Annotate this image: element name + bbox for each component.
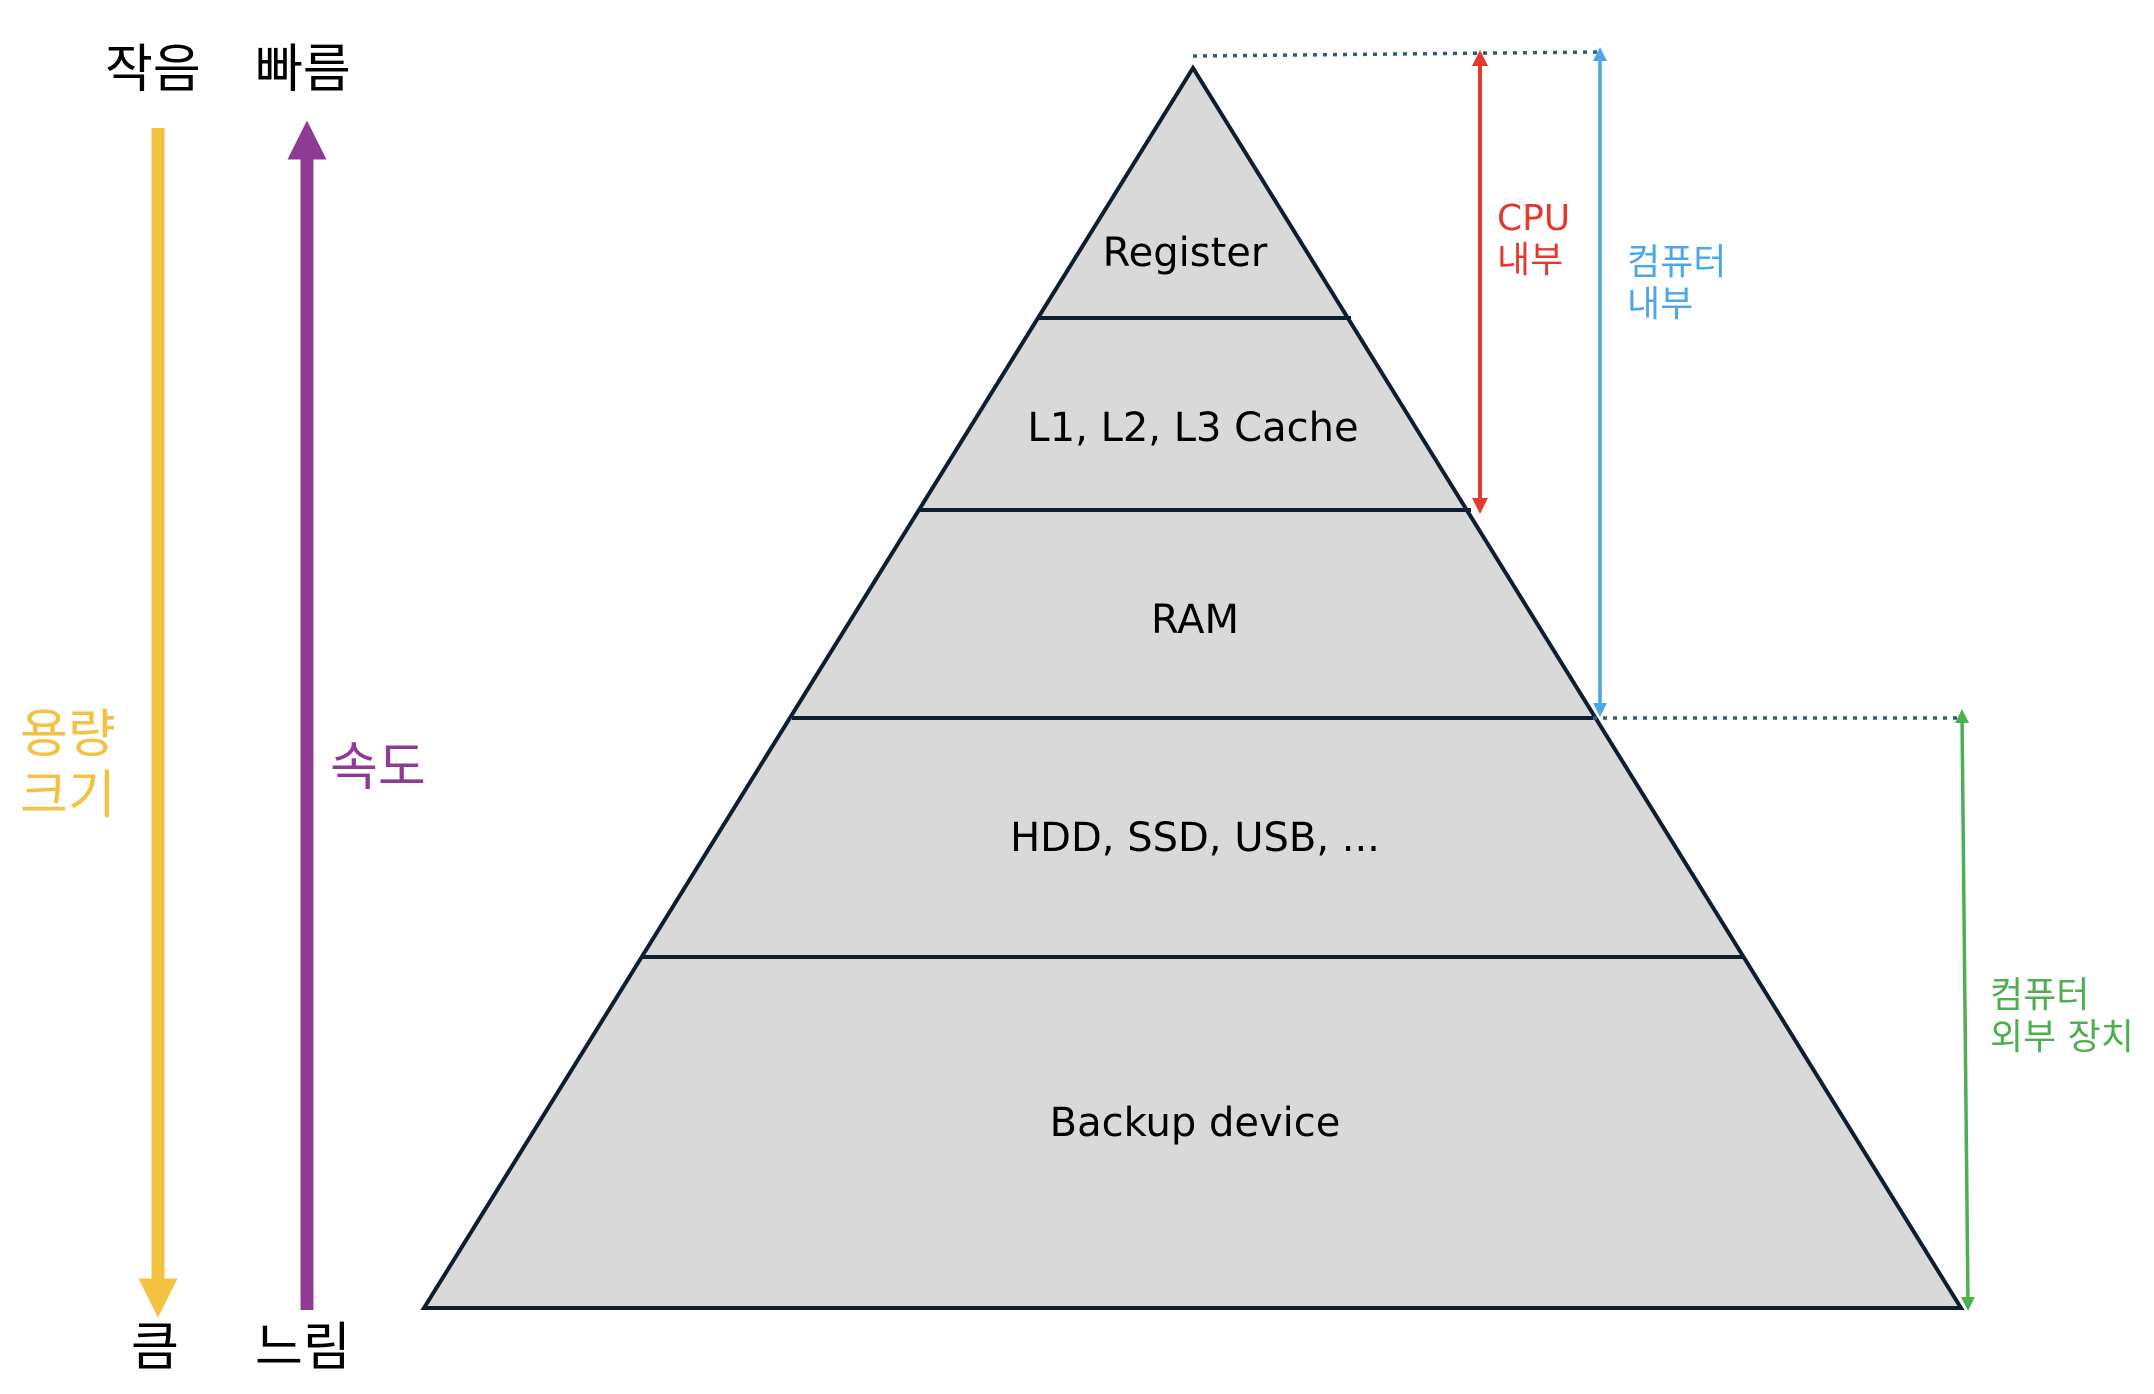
cpu-internal-label: CPU 내부: [1497, 198, 1571, 282]
speed-bottom-label: 느림: [255, 1318, 351, 1378]
top-guide-line: [1192, 50, 1601, 58]
speed-top-label: 빠름: [255, 40, 351, 100]
capacity-top-label: 작음: [105, 40, 201, 100]
speed-axis-label: 속도: [330, 738, 426, 798]
tier-label-register: Register: [1102, 230, 1268, 276]
tier-label-storage: HDD, SSD, USB, ...: [1010, 815, 1380, 861]
computer-external-arrow: [1955, 709, 1975, 1311]
pyramid-shape: [420, 64, 1965, 1310]
tier-label-ram: RAM: [1150, 597, 1240, 643]
tier-label-backup: Backup device: [1049, 1100, 1341, 1146]
computer-internal-label: 컴퓨터 내부: [1627, 242, 1727, 326]
computer-external-label: 컴퓨터 외부 장치: [1990, 975, 2134, 1059]
capacity-axis-label: 용량 크기: [20, 705, 116, 827]
capacity-bottom-label: 큼: [131, 1318, 179, 1378]
tier-label-cache: L1, L2, L3 Cache: [1027, 405, 1359, 451]
